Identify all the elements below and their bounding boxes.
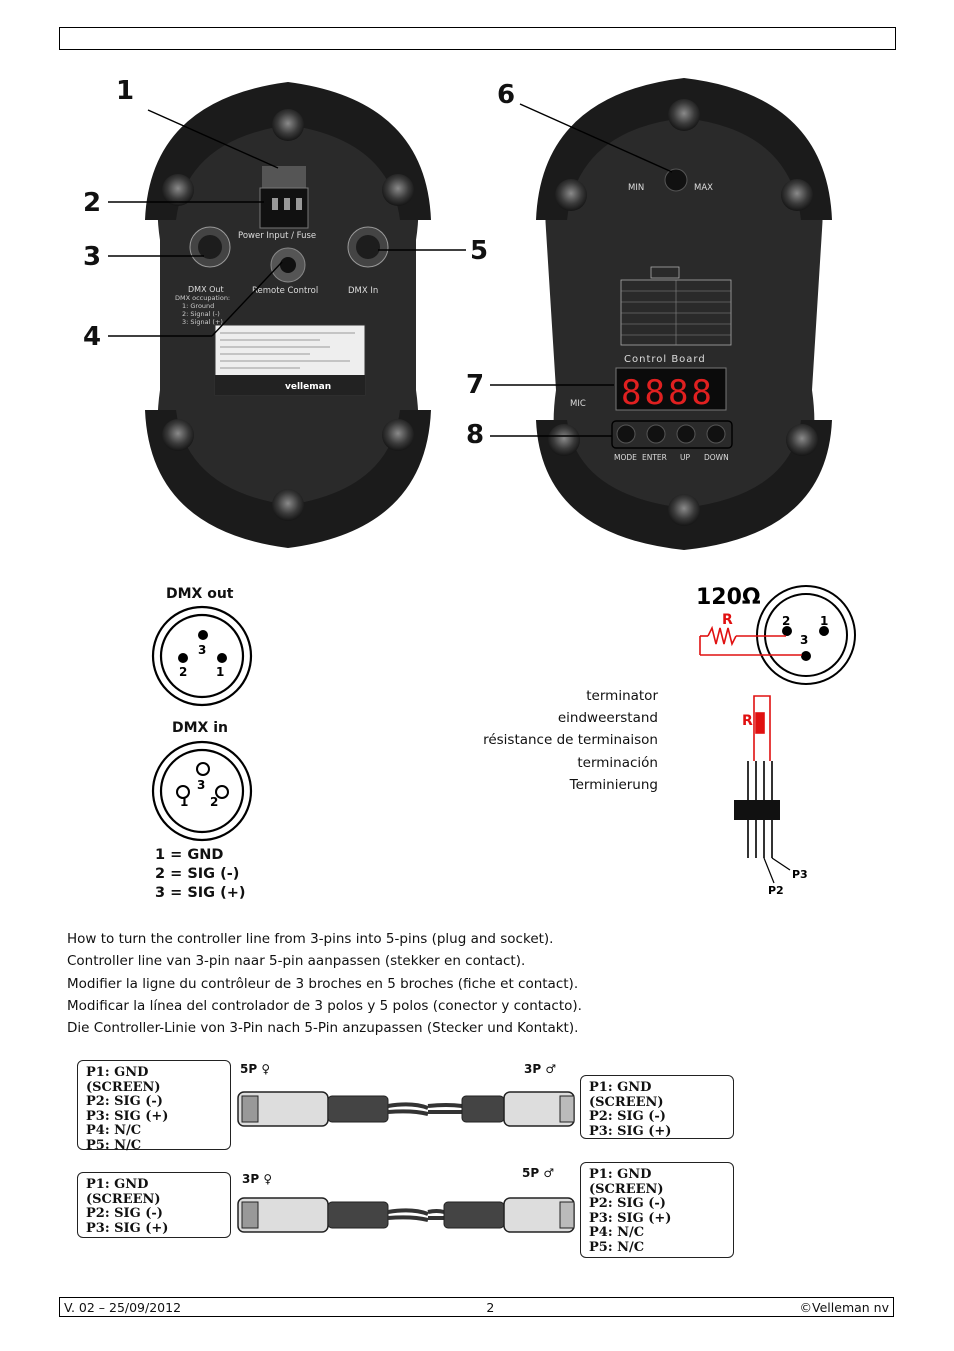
dmx-in-title: DMX in: [172, 720, 228, 736]
callout-4: 4: [83, 322, 102, 352]
pin-line: P3: SIG (+): [589, 1123, 672, 1139]
pin-line: P5: N/C: [86, 1137, 142, 1153]
front-panel-photo: MIN MAX Control Board 8888 MIC MODE ENTE…: [536, 78, 832, 550]
dmx-out-title: DMX out: [166, 586, 234, 602]
cable1-left-pins: P1: GND (SCREEN) P2: SIG (-) P3: SIG (+)…: [77, 1060, 231, 1152]
btn-mode-label: MODE: [614, 453, 637, 462]
pin-line: P1: GND (SCREEN): [86, 1065, 161, 1095]
cable1-right-pins: P1: GND (SCREEN) P2: SIG (-) P3: SIG (+): [580, 1075, 734, 1139]
pin-legend: 1 = GND 2 = SIG (-) 3 = SIG (+): [155, 846, 246, 903]
dmx-occupation-3: 3: Signal (+): [182, 318, 223, 326]
terminator-es: terminación: [577, 754, 658, 771]
cable2-left-pins: P1: GND (SCREEN) P2: SIG (-) P3: SIG (+): [77, 1172, 231, 1238]
callout-2: 2: [83, 188, 102, 218]
terminator-nl: eindweerstand: [557, 710, 658, 727]
instruction-es: Modificar la línea del controlador de 3 …: [67, 997, 582, 1014]
plug-pin-p2: P2: [768, 884, 784, 897]
resistor-label-top: R: [722, 612, 733, 628]
pin-line: P5: N/C: [589, 1239, 645, 1255]
callout-5: 5: [470, 236, 489, 266]
footer-copyright: ©Velleman nv: [799, 1299, 889, 1315]
page-footer: V. 02 – 25/09/2012 2 ©Velleman nv: [59, 1297, 894, 1317]
pin-line: P3: SIG (+): [589, 1210, 672, 1226]
max-label: MAX: [694, 183, 713, 193]
dmx-in-photo-label: DMX In: [348, 286, 378, 296]
terminator-fr: résistance de terminaison: [483, 732, 658, 749]
callout-3: 3: [83, 242, 102, 272]
cable1-left-type: 5P ♀: [240, 1062, 271, 1076]
cable1-right-type: 3P ♂: [524, 1062, 557, 1076]
footer-page-number: 2: [486, 1299, 495, 1315]
remote-label: Remote Control: [252, 286, 318, 296]
pin-line: P1: GND (SCREEN): [589, 1080, 664, 1110]
led-display: 8888: [621, 373, 715, 413]
terminator-de: Terminierung: [569, 776, 658, 793]
instructions: How to turn the controller line from 3-p…: [67, 928, 582, 1039]
pin-line: P1: GND (SCREEN): [589, 1167, 664, 1197]
pin-line: P4: N/C: [86, 1123, 142, 1138]
dmx-out-photo-label: DMX Out: [188, 285, 224, 294]
dmx-in-connector: 3 1 2: [151, 740, 253, 842]
dmx-in-pin-1: 1: [180, 795, 188, 809]
dmx-occupation-2: 2: Signal (-): [182, 310, 220, 318]
callout-8: 8: [466, 420, 485, 450]
callout-6: 6: [497, 80, 516, 110]
legend-sig-minus: 2 = SIG (-): [155, 866, 240, 882]
term-pin-3: 3: [800, 633, 808, 647]
instruction-fr: Modifier la ligne du contrôleur de 3 bro…: [67, 975, 579, 992]
terminator-diagram: 120Ω R 2 1 3 R P3 P2: [696, 585, 856, 897]
pin-line: P2: SIG (-): [589, 1109, 666, 1124]
pin-line: P3: SIG (+): [86, 1108, 169, 1124]
mic-label: MIC: [570, 399, 586, 409]
cable2-right-type: 5P ♂: [522, 1166, 555, 1180]
dmx-occupation-0: DMX occupation:: [175, 294, 230, 302]
front-callout-lines: [490, 103, 733, 449]
pin-line: P3: SIG (+): [86, 1220, 169, 1236]
btn-down-label: DOWN: [704, 453, 729, 462]
btn-enter-label: ENTER: [642, 453, 667, 462]
pin-line: P2: SIG (-): [86, 1094, 163, 1109]
cable2-left-type: 3P ♀: [242, 1172, 273, 1186]
callout-1: 1: [116, 76, 135, 106]
terminator-names: terminator eindweerstand résistance de t…: [440, 685, 658, 796]
min-label: MIN: [628, 183, 644, 193]
resistor-label-bottom: R: [742, 713, 753, 729]
page-header-box: [59, 27, 896, 50]
footer-version: V. 02 – 25/09/2012: [64, 1299, 182, 1315]
plug-pin-p3: P3: [792, 868, 808, 881]
pin-line: P4: N/C: [589, 1225, 645, 1240]
dmx-in-pin-2: 2: [210, 795, 218, 809]
instruction-nl: Controller line van 3-pin naar 5-pin aan…: [67, 953, 526, 970]
instruction-en: How to turn the controller line from 3-p…: [67, 931, 554, 947]
legend-sig-plus: 3 = SIG (+): [155, 885, 246, 901]
btn-up-label: UP: [680, 453, 690, 462]
back-callout-lines: [108, 109, 466, 337]
callout-7: 7: [466, 370, 485, 400]
terminator-en: terminator: [586, 688, 658, 704]
pin-line: P2: SIG (-): [86, 1206, 163, 1221]
pin-line: P1: GND (SCREEN): [86, 1177, 161, 1207]
dmx-out-pin-3: 3: [198, 643, 206, 657]
dmx-out-connector: 3 2 1: [151, 605, 253, 707]
cable2-right-pins: P1: GND (SCREEN) P2: SIG (-) P3: SIG (+)…: [580, 1162, 734, 1258]
legend-gnd: 1 = GND: [155, 847, 224, 863]
term-pin-1: 1: [820, 614, 828, 628]
ohm-label: 120Ω: [696, 585, 761, 610]
dmx-out-pin-1: 1: [216, 665, 224, 679]
instruction-de: Die Controller-Linie von 3-Pin nach 5-Pi…: [67, 1020, 579, 1037]
dmx-occupation-1: 1: Ground: [182, 302, 214, 310]
dmx-in-pin-3: 3: [197, 778, 205, 792]
brand-logo: velleman: [285, 382, 331, 392]
dmx-out-pin-2: 2: [179, 665, 187, 679]
cable1-drawing: [237, 1091, 575, 1127]
pin-line: P2: SIG (-): [589, 1196, 666, 1211]
control-board-label: Control Board: [624, 354, 706, 365]
cable2-drawing: [237, 1197, 575, 1233]
power-label: Power Input / Fuse: [238, 231, 316, 241]
term-pin-2: 2: [782, 614, 790, 628]
